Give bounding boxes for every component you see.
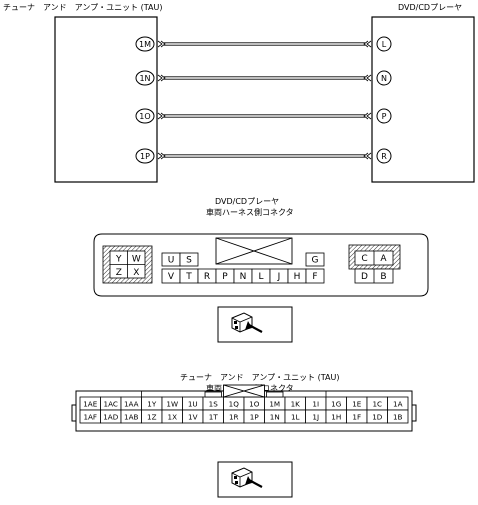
tau-terminal-label: 1N bbox=[139, 74, 150, 83]
dvd-pin-L: L bbox=[258, 272, 263, 282]
dvd-terminal-label: L bbox=[382, 40, 387, 49]
dvd-plug-icon bbox=[217, 306, 293, 343]
tau-pin-1O: 1O bbox=[249, 400, 260, 409]
tau-terminal-label: 1P bbox=[140, 152, 150, 161]
tau-terminal-1M bbox=[135, 36, 155, 52]
tau-terminal-label: 1O bbox=[139, 112, 150, 121]
dvd-pin-W: W bbox=[132, 255, 141, 265]
tau-pin-1S: 1S bbox=[209, 400, 219, 409]
tau-pin-1H: 1H bbox=[331, 413, 341, 422]
tau-pin-1AD: 1AD bbox=[103, 413, 118, 422]
tau-pin-1X: 1X bbox=[168, 413, 178, 422]
dvd-pin-A: A bbox=[380, 254, 387, 264]
tau-pin-1AB: 1AB bbox=[124, 413, 138, 422]
tau-terminal-1P bbox=[135, 148, 155, 164]
dvd-pin-T: T bbox=[185, 272, 192, 282]
dvd-terminal-L bbox=[376, 36, 392, 52]
tau-pin-1P: 1P bbox=[250, 413, 260, 422]
tau-pin-1W: 1W bbox=[166, 400, 178, 409]
dvd-pin-N: N bbox=[240, 272, 247, 282]
tau-pin-1D: 1D bbox=[372, 413, 383, 422]
tau-connector-title: チューナ アンド アンプ・ユニット (TAU) bbox=[180, 373, 340, 382]
dvd-pin-R: R bbox=[204, 272, 210, 282]
wire-1P-R: 1P R bbox=[135, 148, 392, 164]
dvd-pin-S: S bbox=[186, 256, 192, 266]
tau-connector: 1AE 1AC 1AA 1Y 1W 1U 1S 1Q 1O 1M 1K 1I 1G 1E 1C 1A 1AF 1A… bbox=[71, 384, 417, 432]
dvd-pin-B: B bbox=[380, 272, 386, 282]
tau-pin-1V: 1V bbox=[188, 413, 198, 422]
tau-pin-1M: 1M bbox=[269, 400, 280, 409]
tau-pin-1AC: 1AC bbox=[104, 400, 118, 409]
tau-pin-1Y: 1Y bbox=[147, 400, 157, 409]
tau-pin-1F: 1F bbox=[352, 413, 361, 422]
wire-1O-P: 1O P bbox=[135, 108, 392, 124]
tau-pin-1B: 1B bbox=[393, 413, 403, 422]
dvd-terminal-N bbox=[376, 70, 392, 86]
tau-pin-1A: 1A bbox=[393, 400, 403, 409]
tau-pin-1R: 1R bbox=[229, 413, 239, 422]
wiring-diagram: 1M L 1N N 1O P 1P R bbox=[54, 16, 475, 183]
tau-pin-1N: 1N bbox=[270, 413, 280, 422]
tau-pin-1K: 1K bbox=[291, 400, 301, 409]
tau-pin-1E: 1E bbox=[352, 400, 362, 409]
tau-plug-icon bbox=[217, 461, 293, 498]
right-unit-title: DVD/CDプレーヤ bbox=[398, 3, 463, 12]
dvd-pin-Z: Z bbox=[116, 268, 122, 278]
dvd-pin-U: U bbox=[168, 256, 175, 266]
dvd-terminal-label: R bbox=[381, 152, 387, 161]
wire-1N-N: 1N N bbox=[135, 70, 392, 86]
dvd-pin-F: F bbox=[312, 272, 317, 282]
tau-pin-1Z: 1Z bbox=[147, 413, 157, 422]
dvd-pin-G: G bbox=[312, 256, 319, 266]
tau-pin-1AA: 1AA bbox=[124, 400, 139, 409]
tau-pin-1I: 1I bbox=[312, 400, 319, 409]
tau-pin-1AF: 1AF bbox=[83, 413, 97, 422]
tau-terminal-1N bbox=[135, 70, 155, 86]
dvd-connector-subtitle: 車両ハーネス側コネクタ bbox=[206, 208, 294, 217]
dvd-pin-P: P bbox=[222, 272, 228, 282]
dvd-pin-V: V bbox=[168, 272, 175, 282]
dvd-connector-title: DVD/CDプレーヤ bbox=[215, 197, 280, 206]
left-unit-title: チューナ アンド アンプ・ユニット (TAU) bbox=[3, 3, 163, 12]
tau-terminal-label: 1M bbox=[139, 40, 151, 49]
dvd-pin-C: C bbox=[361, 254, 367, 264]
dvd-terminal-R bbox=[376, 148, 392, 164]
dvd-pin-J: J bbox=[277, 272, 281, 282]
dvd-pin-D: D bbox=[361, 272, 368, 282]
dvd-terminal-label: N bbox=[381, 74, 387, 83]
dvd-pin-X: X bbox=[133, 268, 139, 278]
tau-pin-1L: 1L bbox=[291, 413, 300, 422]
dvd-terminal-P bbox=[376, 108, 392, 124]
tau-pin-1G: 1G bbox=[331, 400, 341, 409]
tau-terminal-1O bbox=[135, 108, 155, 124]
tau-pin-1Q: 1Q bbox=[229, 400, 240, 409]
tau-pin-1J: 1J bbox=[312, 413, 319, 422]
dvd-pin-Y: Y bbox=[115, 255, 122, 265]
tau-pin-1T: 1T bbox=[209, 413, 219, 422]
tau-pin-1C: 1C bbox=[372, 400, 382, 409]
dvd-pin-H: H bbox=[294, 272, 301, 282]
dvd-terminal-label: P bbox=[382, 112, 387, 121]
wire-1M-L: 1M L bbox=[135, 36, 392, 52]
tau-pin-1U: 1U bbox=[188, 400, 198, 409]
tau-pin-1AE: 1AE bbox=[83, 400, 97, 409]
